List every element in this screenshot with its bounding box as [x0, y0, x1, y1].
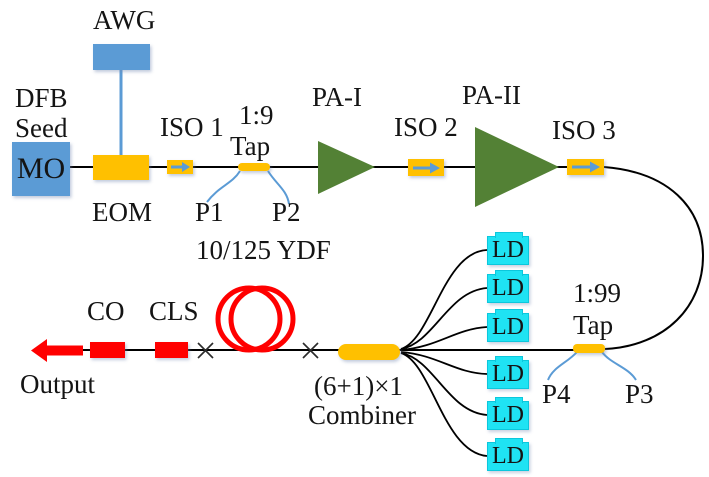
ld-tab [495, 309, 523, 315]
iso3-label: ISO 3 [552, 115, 616, 145]
eom-box [93, 155, 149, 180]
port-p3-label: P3 [625, 379, 654, 409]
tap1-ratio-label: 1:9 [239, 100, 274, 130]
ydf-coil-icon [215, 285, 296, 353]
tap2-pigtails [547, 351, 637, 381]
iso3-box [567, 159, 604, 175]
output-label: Output [20, 369, 96, 399]
ld-label: LD [492, 237, 524, 263]
port-p2-label: P2 [272, 197, 301, 227]
combiner-label-line2: Combiner [308, 400, 416, 430]
pump-ld-box-1: LD [487, 232, 529, 265]
tap1-coupler [238, 163, 270, 171]
pa1-amplifier-icon [318, 141, 375, 194]
tap2-ratio-label: 1:99 [573, 278, 622, 308]
iso2-label: ISO 2 [394, 112, 458, 142]
port-p1-label: P1 [195, 197, 224, 227]
ld-label: LD [492, 402, 524, 428]
splice-x-icon-left [197, 342, 214, 359]
ld-tab [495, 397, 523, 403]
combiner-label-line1: (6+1)×1 [314, 371, 403, 401]
ld-tab [495, 270, 523, 276]
seed-label: Seed [15, 113, 68, 143]
ld-tab [495, 232, 523, 238]
ld-tab [495, 356, 523, 362]
pump-ld-box-2: LD [487, 270, 529, 303]
tap2-name-label: Tap [573, 310, 614, 340]
ydf-label: 10/125 YDF [196, 235, 331, 265]
pa2-label: PA-II [462, 80, 522, 110]
pa2-amplifier-icon [475, 127, 559, 207]
tap1-name-label: Tap [230, 131, 271, 161]
pump-ld-box-3: LD [487, 309, 529, 342]
feedback-arc-fiber [603, 166, 705, 350]
pa1-label: PA-I [312, 82, 363, 112]
pump-fiber-curves [400, 249, 488, 457]
ld-label: LD [492, 275, 524, 301]
tap1-pigtails [206, 170, 290, 205]
awg-label: AWG [93, 5, 156, 35]
awg-box [93, 44, 150, 70]
eom-label: EOM [92, 197, 152, 227]
ld-tab [495, 438, 523, 444]
pump-combiner [338, 344, 400, 360]
collimator-box [90, 342, 125, 358]
tap2-coupler [573, 344, 605, 353]
ld-label: LD [492, 443, 524, 469]
port-p4-label: P4 [542, 379, 571, 409]
ld-label: LD [492, 361, 524, 387]
cls-label: CLS [149, 296, 199, 326]
dfb-label: DFB [15, 83, 68, 113]
cladding-light-stripper-box [155, 342, 188, 358]
mo-seed-box: MO [12, 142, 70, 196]
mo-box-label: MO [16, 152, 66, 185]
pump-ld-box-4: LD [487, 356, 529, 389]
iso2-arrow-icon [413, 162, 440, 173]
output-arrow-icon [31, 339, 83, 362]
splice-x-icon-right [302, 342, 319, 359]
pump-ld-box-5: LD [487, 397, 529, 430]
co-label: CO [87, 296, 125, 326]
iso1-label: ISO 1 [160, 112, 224, 142]
ld-label: LD [492, 314, 524, 340]
iso1-box [167, 160, 193, 174]
iso2-box [408, 159, 444, 176]
iso1-arrow-icon [171, 162, 190, 172]
pump-ld-box-6: LD [487, 438, 529, 471]
iso3-arrow-icon [572, 161, 600, 173]
